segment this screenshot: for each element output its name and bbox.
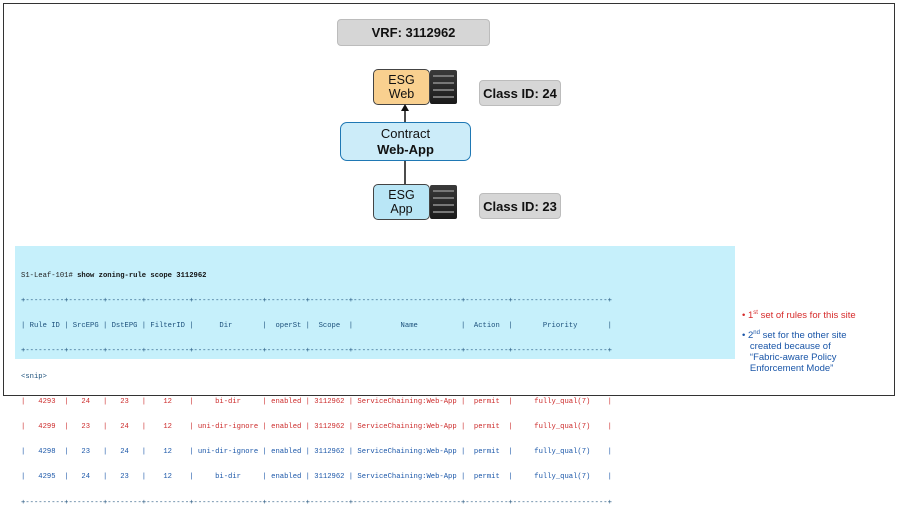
note-first-set: • 1st set of rules for this site [742,310,856,322]
contract-line1: Contract [380,125,431,141]
vrf-label: VRF: 3112962 [337,19,490,46]
cli-row: | 4298 | 23 | 24 | 12 | uni-dir-ignore |… [21,448,612,457]
cli-command-line: S1-Leaf-101# show zoning-rule scope 3112… [21,272,735,280]
esg-app-line1: ESG [388,188,415,202]
note1-sup: st [753,310,758,316]
cli-separator: +---------+--------+--------+----------+… [21,347,612,356]
note2-num: 2 [747,330,754,342]
esg-web-box: ESG Web [373,69,430,105]
cli-separator: +---------+--------+--------+----------+… [21,498,612,507]
server-icon [430,185,457,219]
cli-separator: +---------+--------+--------+----------+… [21,297,612,306]
note2-line4: Enforcement Mode” [749,363,834,375]
note1-num: 1 [747,310,754,322]
figure-frame [3,3,895,396]
cli-row: | 4299 | 23 | 24 | 12 | uni-dir-ignore |… [21,423,612,432]
cli-command: show zoning-rule scope 3112962 [77,271,207,280]
class-id-web: Class ID: 24 [479,80,561,106]
note2-sup: nd [753,330,760,336]
server-icon [430,70,457,104]
esg-app-line2: App [390,202,413,216]
cli-output: S1-Leaf-101# show zoning-rule scope 3112… [15,246,735,507]
contract-line2: Web-App [377,141,434,157]
esg-web-line1: ESG [388,73,415,87]
arrow-head-icon [401,104,409,111]
esg-app-box: ESG App [373,184,430,220]
note2-line3: “Fabric-aware Policy [749,352,837,364]
cli-header: | Rule ID | SrcEPG | DstEPG | FilterID |… [21,322,612,331]
cli-prompt: S1-Leaf-101# [21,271,78,280]
contract-box: Contract Web-App [340,122,471,161]
class-id-app: Class ID: 23 [479,193,561,219]
note-second-set: • 2nd set for the other site created bec… [742,330,847,375]
cli-row: | 4295 | 24 | 23 | 12 | bi-dir | enabled… [21,473,612,482]
cli-snip: <snip> [21,372,47,381]
note2-line1: set for the other site [759,330,847,342]
note2-line2: created because of [749,341,831,353]
note1-text: set of rules for this site [757,310,856,322]
cli-row: | 4293 | 24 | 23 | 12 | bi-dir | enabled… [21,397,612,406]
esg-web-line2: Web [388,87,415,101]
